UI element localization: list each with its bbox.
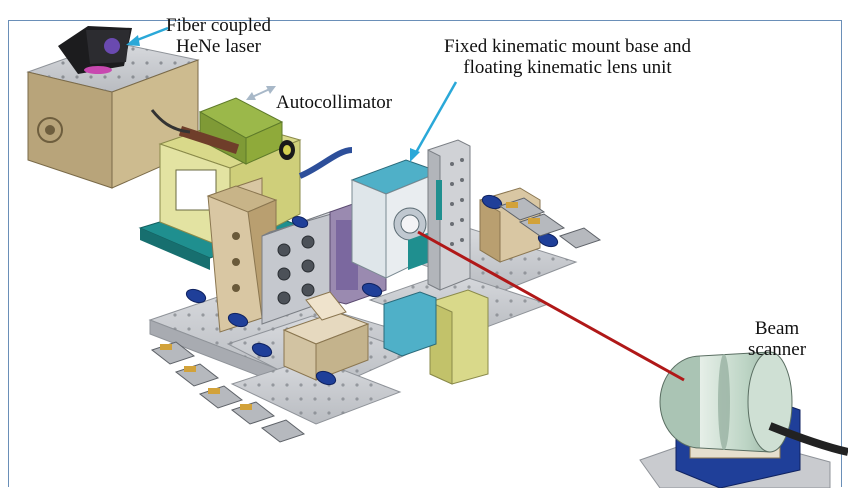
laser-beam: [417, 230, 685, 382]
fiber-coupled-laser: [58, 26, 132, 74]
callout-arrows: [126, 26, 458, 162]
front-translation-stage: [282, 291, 370, 381]
beam-scanner: [639, 351, 848, 488]
table-clamps-left: [150, 341, 306, 443]
scanner-label-line-2: scanner: [748, 339, 807, 360]
mount-callout-arrow: [412, 81, 458, 157]
mount-label-line-1: Fixed kinematic mount base and: [444, 36, 691, 57]
scanner-label-line-1: Beam: [754, 318, 800, 339]
autocollimator-axis-arrow: [246, 86, 276, 100]
mount-label-line-2: floating kinematic lens unit: [463, 57, 672, 78]
laser-label-line-2: HeNe laser: [176, 36, 261, 57]
table-clamps-right: [498, 197, 602, 249]
laser-label-line-1: Fiber coupled: [166, 15, 272, 36]
autocollimator-label: Autocollimator: [276, 92, 392, 113]
kinematic-mount: [350, 159, 442, 279]
scanner-label: Beam scanner: [748, 318, 806, 360]
mount-label: Fixed kinematic mount base and floating …: [444, 36, 691, 78]
autocollimator-label-text: Autocollimator: [276, 92, 393, 113]
vertical-plate: [427, 139, 471, 291]
laser-label: Fiber coupled HeNe laser: [166, 15, 271, 57]
teal-base-edge: [140, 228, 210, 270]
adjuster-knobs: [185, 194, 559, 386]
